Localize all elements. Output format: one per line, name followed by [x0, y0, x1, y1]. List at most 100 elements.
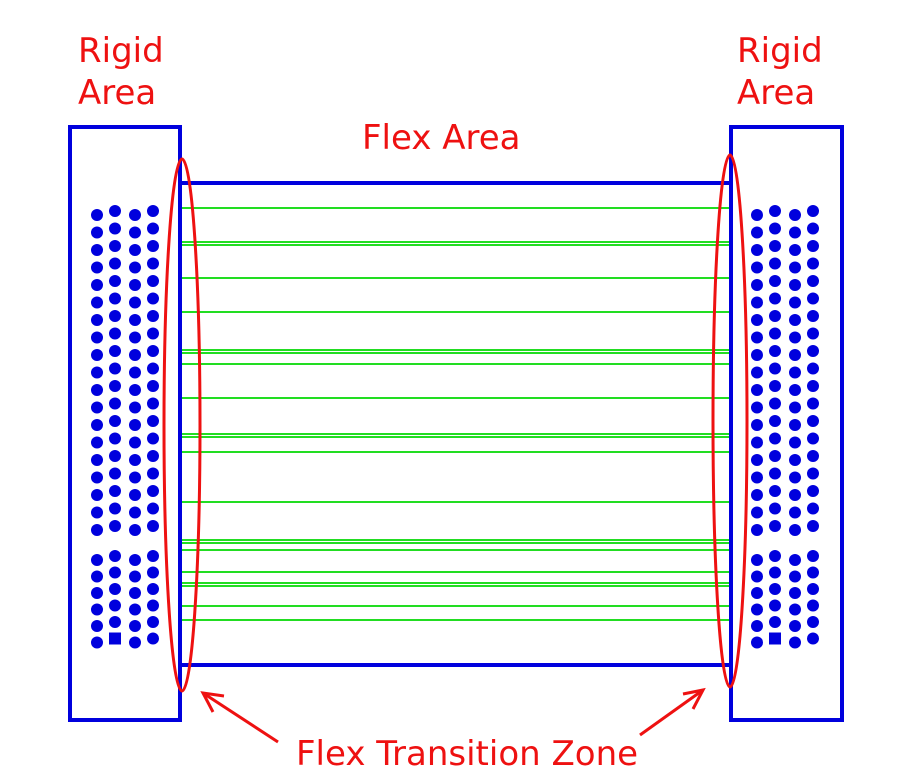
pad-left	[91, 603, 103, 616]
pad-right	[769, 632, 781, 645]
pad-left	[91, 471, 103, 484]
pad-right	[751, 419, 763, 431]
pad-right	[751, 636, 763, 649]
pad-right	[751, 279, 763, 291]
arrow-right	[639, 687, 706, 737]
pad-right	[769, 566, 781, 579]
pad-left	[109, 583, 121, 595]
pad-right	[807, 583, 819, 595]
pad-left	[91, 506, 103, 519]
pad-left	[147, 583, 159, 595]
pad-left	[147, 310, 159, 322]
pad-left	[91, 489, 103, 501]
pad-left	[129, 587, 141, 599]
pad-left	[147, 485, 159, 497]
pad-right	[769, 397, 781, 410]
pad-left	[129, 384, 141, 396]
pad-left	[129, 636, 141, 649]
pad-right	[751, 244, 763, 256]
pad-left	[109, 520, 121, 532]
pad-right	[769, 275, 781, 287]
pad-right	[789, 226, 801, 239]
pad-left	[147, 327, 159, 340]
pad-left	[147, 502, 159, 515]
pad-array-right	[751, 205, 819, 649]
pad-right	[789, 261, 801, 274]
pad-right	[807, 257, 819, 270]
pad-left	[109, 345, 121, 357]
pad-right	[769, 327, 781, 340]
pad-left	[147, 240, 159, 252]
pad-right	[751, 620, 763, 632]
pad-left	[91, 524, 103, 536]
pad-left	[129, 314, 141, 326]
pad-left	[91, 296, 103, 309]
flex-traces	[182, 207, 729, 621]
pad-left	[147, 362, 159, 375]
pad-right	[769, 520, 781, 532]
pad-right	[807, 362, 819, 375]
pad-left	[147, 257, 159, 270]
arrow-left	[200, 691, 279, 744]
pad-left	[91, 279, 103, 291]
pad-left	[91, 454, 103, 466]
pad-left	[91, 209, 103, 221]
pad-left	[147, 415, 159, 427]
pad-left	[129, 244, 141, 256]
pad-right	[751, 226, 763, 239]
pad-right	[751, 209, 763, 221]
pad-right	[807, 599, 819, 612]
pad-right	[789, 554, 801, 566]
pad-right	[769, 432, 781, 445]
pad-array-left	[91, 205, 159, 649]
pad-right	[751, 401, 763, 414]
pad-right	[807, 292, 819, 305]
pad-right	[807, 467, 819, 480]
pad-left	[109, 310, 121, 322]
pad-right	[769, 310, 781, 322]
pad-right	[807, 432, 819, 445]
pad-left	[109, 222, 121, 235]
pad-right	[789, 314, 801, 326]
pad-right	[751, 587, 763, 599]
pad-left	[147, 450, 159, 462]
pad-left	[129, 454, 141, 466]
pad-left	[91, 349, 103, 361]
pad-right	[769, 292, 781, 305]
pad-left	[109, 599, 121, 612]
pad-left	[109, 550, 121, 562]
pad-right	[789, 570, 801, 583]
pad-right	[807, 327, 819, 340]
pad-left	[147, 632, 159, 645]
pad-right	[789, 524, 801, 536]
pad-right	[751, 314, 763, 326]
pad-left	[91, 401, 103, 414]
pad-left	[109, 502, 121, 515]
pad-right	[751, 603, 763, 616]
pad-left	[147, 520, 159, 532]
pad-left	[129, 471, 141, 484]
pad-right	[769, 467, 781, 480]
pad-right	[751, 436, 763, 449]
pad-right	[807, 310, 819, 322]
pad-left	[109, 205, 121, 217]
pad-left	[129, 603, 141, 616]
pad-right	[789, 349, 801, 361]
pad-right	[751, 349, 763, 361]
pad-right	[769, 205, 781, 217]
pad-left	[147, 467, 159, 480]
label-flex-transition-zone: Flex Transition Zone	[296, 734, 638, 774]
pad-left	[91, 314, 103, 326]
pad-left	[129, 331, 141, 344]
pad-left	[109, 380, 121, 392]
pad-right	[769, 616, 781, 628]
pad-right	[751, 524, 763, 536]
pad-left	[91, 587, 103, 599]
pad-left	[129, 209, 141, 221]
transition-zone-right-ellipse	[711, 153, 749, 689]
pad-left	[147, 345, 159, 357]
pad-right	[789, 209, 801, 221]
pad-left	[147, 275, 159, 287]
pad-right	[807, 222, 819, 235]
